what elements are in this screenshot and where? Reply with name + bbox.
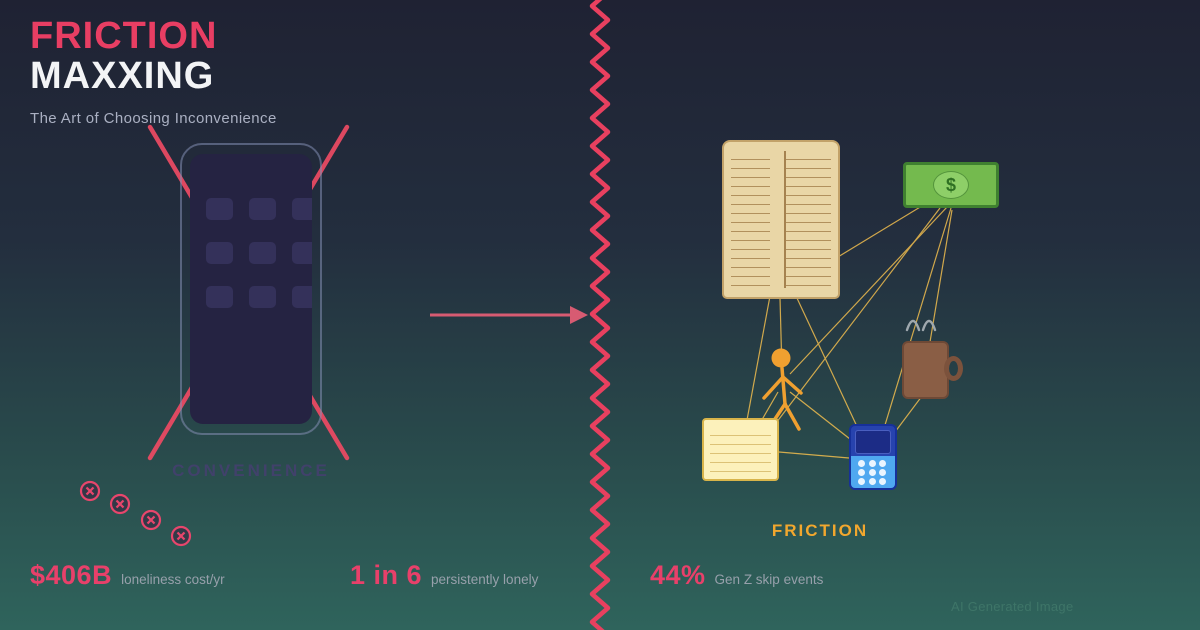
notepad-lines <box>710 427 771 479</box>
steam-icon <box>905 319 937 332</box>
calculator-key <box>879 478 887 485</box>
calculator-keys <box>851 456 895 488</box>
book-page-right <box>784 151 831 288</box>
app-icon <box>206 198 233 220</box>
calculator-key <box>879 469 887 476</box>
book-page-left <box>731 151 770 288</box>
mug-handle <box>944 356 963 381</box>
calculator-key <box>868 460 876 467</box>
notepad-icon <box>702 418 779 481</box>
app-icon <box>249 242 276 264</box>
money-oval: $ <box>933 171 969 199</box>
app-icon <box>249 198 276 220</box>
stat-loneliness-cost: $406B loneliness cost/yr <box>30 560 225 591</box>
calculator-icon <box>849 424 897 490</box>
x-mark-icon <box>140 509 162 531</box>
subtitle: The Art of Choosing Inconvenience <box>30 110 277 127</box>
smartphone-icon <box>180 143 322 435</box>
calculator-key <box>868 469 876 476</box>
calculator-key <box>879 460 887 467</box>
calculator-key <box>858 478 865 485</box>
stat-value: 44% <box>650 560 706 590</box>
friction-label: FRICTION <box>771 521 869 540</box>
stat-persistently-lonely: 1 in 6 persistently lonely <box>350 560 538 591</box>
dollar-sign: $ <box>945 174 956 195</box>
stat-value: $406B <box>30 560 113 590</box>
title-line1: FRICTION <box>30 15 218 57</box>
app-grid <box>190 154 312 308</box>
x-mark-icon <box>170 525 192 547</box>
stat-value: 1 in 6 <box>350 560 423 590</box>
app-icon <box>292 286 312 308</box>
app-icon <box>249 286 276 308</box>
calculator-key <box>858 460 865 467</box>
convenience-label: CONVENIENCE <box>172 461 330 480</box>
smartphone-screen <box>190 154 312 424</box>
x-mark-icons <box>79 480 192 547</box>
header: FRICTION MAXXING The Art of Choosing Inc… <box>30 16 277 127</box>
x-mark-icon <box>79 480 101 502</box>
arrow-right-icon <box>430 306 588 324</box>
title-line2: MAXXING <box>30 55 215 97</box>
calculator-key <box>868 478 876 485</box>
x-mark-icon <box>109 493 131 515</box>
app-icon <box>206 242 233 264</box>
coffee-mug-icon <box>902 341 963 399</box>
zigzag-divider <box>589 0 611 630</box>
calculator-key <box>858 469 865 476</box>
app-icon <box>292 198 312 220</box>
stat-caption: Gen Z skip events <box>714 572 824 587</box>
app-icon <box>206 286 233 308</box>
money-icon: $ <box>903 162 999 208</box>
app-icon <box>292 242 312 264</box>
watermark: AI Generated Image <box>951 599 1074 614</box>
stat-genz-skip-events: 44% Gen Z skip events <box>650 560 823 591</box>
calculator-screen <box>855 430 891 454</box>
stat-caption: persistently lonely <box>431 572 539 587</box>
stat-caption: loneliness cost/yr <box>121 572 225 587</box>
open-book-icon <box>722 140 840 299</box>
